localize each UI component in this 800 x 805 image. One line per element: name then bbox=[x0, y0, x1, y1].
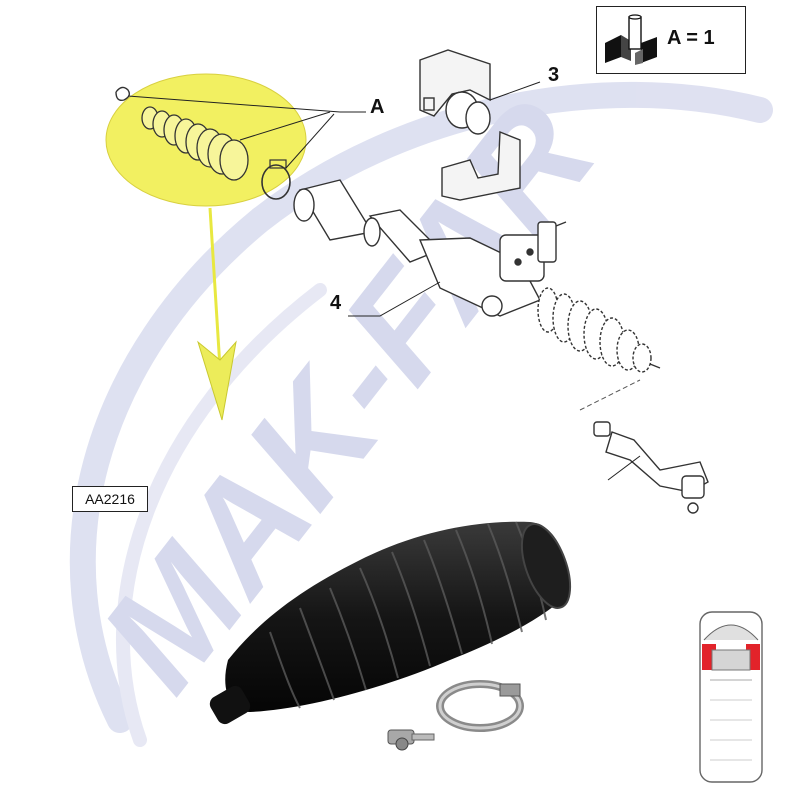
band-clamp-photo bbox=[436, 680, 524, 732]
callout-3: 3 bbox=[548, 64, 560, 86]
mount-bracket-upper bbox=[419, 49, 491, 135]
leader-line bbox=[239, 111, 331, 141]
callout-4: 4 bbox=[330, 292, 342, 314]
leader-line-3 bbox=[489, 81, 541, 101]
mount-bracket-lower bbox=[441, 130, 521, 201]
part-code-label: AA2216 bbox=[72, 486, 148, 512]
steering-rack bbox=[293, 179, 661, 373]
quantity-text: A = 1 bbox=[667, 27, 715, 49]
band-clamp-lock bbox=[269, 159, 287, 169]
leader-line bbox=[285, 113, 335, 169]
spring-clip-photo bbox=[387, 729, 435, 751]
bellows-boot-photo bbox=[209, 521, 572, 725]
leader-line bbox=[607, 455, 641, 481]
leader-line-4 bbox=[348, 281, 441, 317]
quantity-box: A = 1 bbox=[596, 6, 746, 74]
boot-line-drawing bbox=[141, 106, 249, 181]
watermark-swoosh bbox=[69, 81, 773, 733]
callout-a: A bbox=[370, 96, 385, 118]
tie-rod-end bbox=[593, 421, 709, 514]
highlight-group bbox=[105, 73, 366, 207]
parts-kit-icon bbox=[605, 14, 657, 65]
small-clip-icon bbox=[115, 86, 131, 102]
leader-line bbox=[127, 95, 341, 113]
band-clamp-line-icon bbox=[261, 164, 291, 200]
dashed-guide bbox=[579, 379, 641, 411]
van-top-view-icon bbox=[699, 611, 763, 783]
arrow-down-icon bbox=[197, 207, 237, 421]
